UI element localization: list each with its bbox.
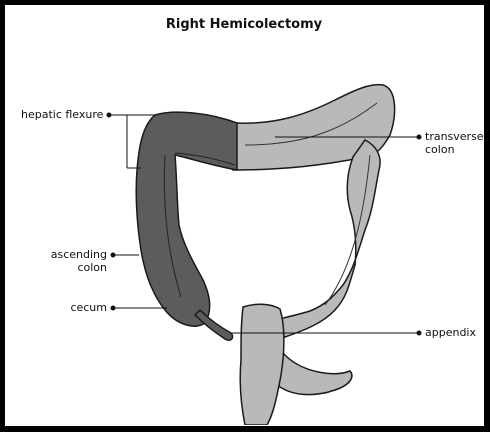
label-transverse: transverse xyxy=(425,130,483,143)
hepatic-flexure-dot xyxy=(107,113,111,117)
label-hepatic-flexure: hepatic flexure xyxy=(21,108,104,121)
resected-segment xyxy=(136,112,237,340)
label-cecum: cecum xyxy=(70,301,107,314)
ascending-colon-dot xyxy=(111,253,115,257)
appendix-dot xyxy=(417,331,421,335)
label-appendix: appendix xyxy=(425,326,476,339)
label-ascending: ascending xyxy=(51,248,107,261)
label-transverse-colon: colon xyxy=(425,143,455,156)
rectum-shape xyxy=(240,304,284,425)
label-ascending-colon: colon xyxy=(77,261,107,274)
ascending-colon-shape xyxy=(136,112,237,326)
cecum-dot xyxy=(111,306,115,310)
remaining-colon xyxy=(233,85,395,425)
transverse-colon-dot xyxy=(417,135,421,139)
colon-diagram: hepatic flexure transverse colon ascendi… xyxy=(5,5,483,425)
